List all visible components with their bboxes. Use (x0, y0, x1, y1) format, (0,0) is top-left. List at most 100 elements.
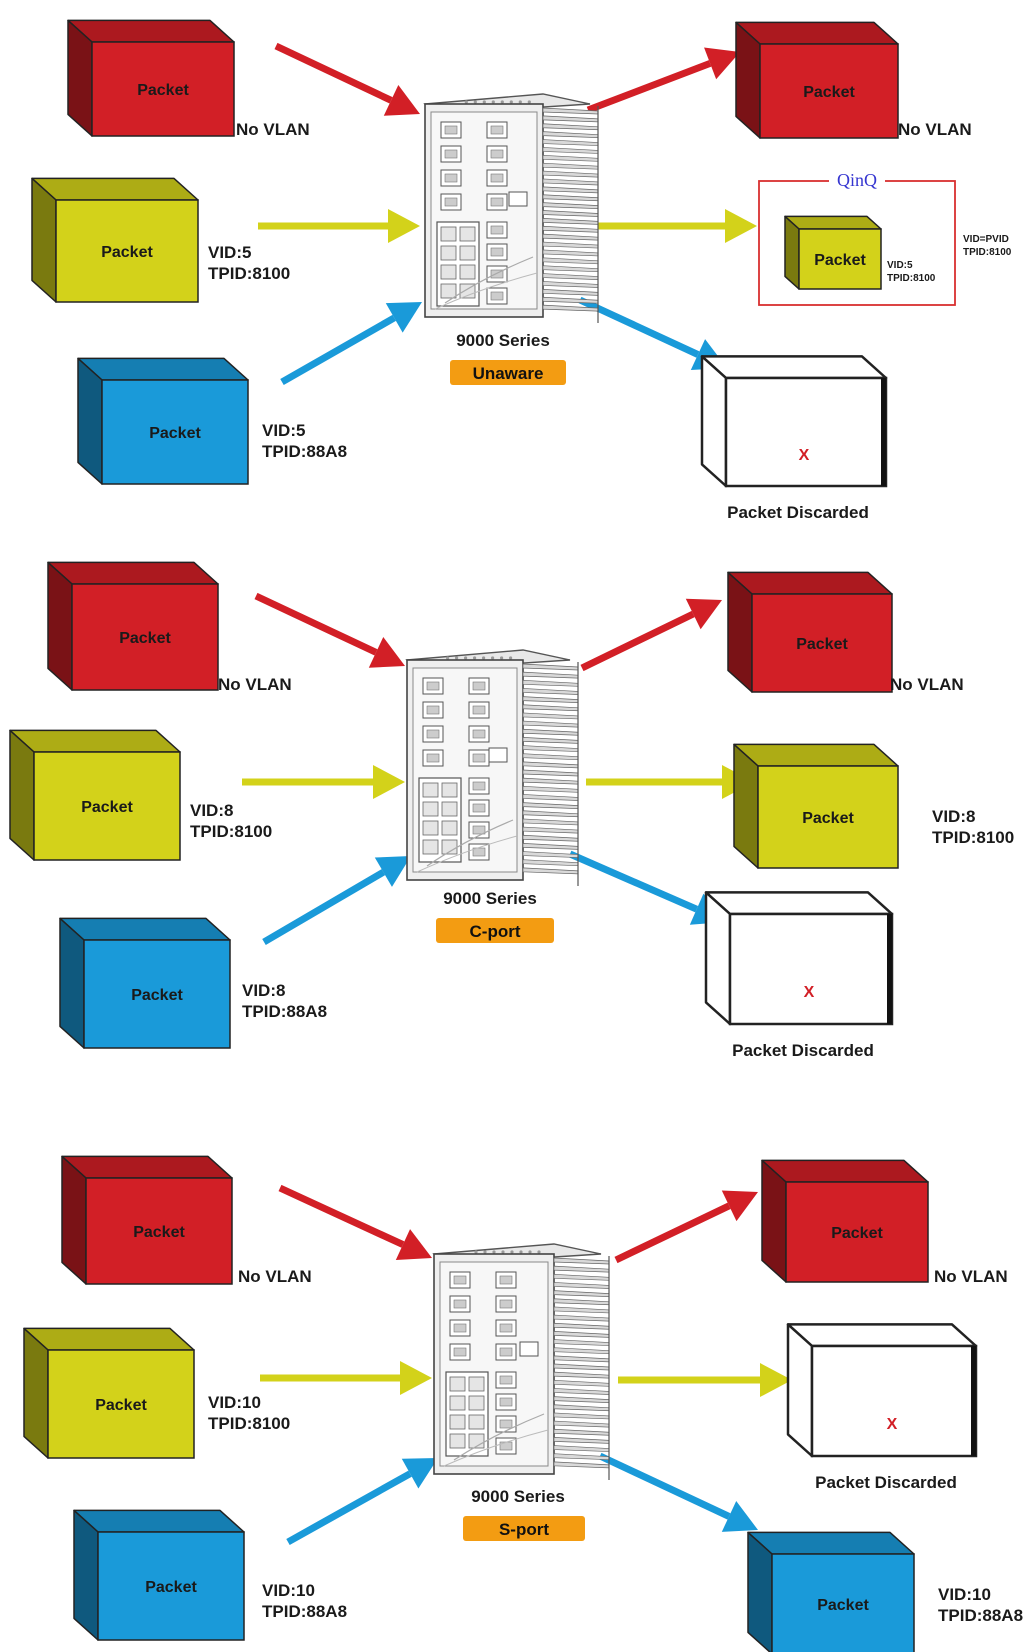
egress-arrow (586, 765, 754, 799)
sfp-slot (490, 149, 504, 159)
vent-dot (518, 100, 522, 104)
packet-tag-line-2: TPID:8100 (932, 828, 1014, 847)
heatsink-fin (542, 162, 599, 170)
heatsink-fin (553, 1355, 610, 1363)
heatsink-fin (553, 1379, 610, 1387)
heatsink-fin (553, 1298, 610, 1306)
heatsink-fin (522, 704, 579, 712)
packet-label: Packet (81, 799, 133, 816)
sfp-slot (490, 197, 504, 207)
vent-dot (483, 1250, 487, 1254)
mode-badge (450, 360, 566, 385)
sfp-slot (472, 705, 486, 715)
sfp-slot (490, 247, 504, 257)
cable-line (434, 272, 538, 310)
vent-dot (455, 656, 459, 660)
sfp-slot (499, 1347, 513, 1357)
qinq-title: QinQ (837, 170, 877, 190)
box-top-face (61, 1155, 233, 1179)
vent-dot (527, 100, 531, 104)
ingress-arrow (258, 209, 420, 243)
packet-label: Packet (814, 252, 866, 269)
packet-tag-line-2: TPID:88A8 (938, 1606, 1023, 1625)
heatsink-fin (553, 1363, 610, 1371)
heatsink-fin (522, 745, 579, 752)
vent-dot (473, 656, 477, 660)
vent-dot (528, 1250, 532, 1254)
egress-packet: Packet (733, 743, 899, 869)
heatsink-fin (522, 785, 579, 793)
packet-label: Packet (95, 1397, 147, 1414)
box-front-face (759, 43, 899, 139)
ingress-arrow (278, 1184, 432, 1261)
rj45-port (440, 226, 457, 242)
discard-caption: Packet Discarded (732, 1041, 874, 1060)
heatsink-fin (553, 1404, 610, 1412)
heatsink-fin (553, 1273, 610, 1281)
rj45-port (459, 264, 476, 280)
box-top-face (31, 177, 199, 201)
egress-packet: Packet (735, 21, 899, 139)
ingress-arrow (280, 302, 422, 386)
heatsink-fin (553, 1290, 610, 1297)
discard-mark: X (887, 1416, 898, 1433)
packet-label: Packet (101, 244, 153, 261)
egress-arrow (568, 850, 726, 925)
arrow-head (704, 47, 740, 80)
egress-tag-label: No VLAN (898, 120, 972, 139)
sfp-slot (453, 1299, 467, 1309)
sfp-slot (490, 225, 504, 235)
rj45-port (449, 1376, 466, 1392)
heatsink-fin (553, 1396, 610, 1403)
heatsink-fin (522, 818, 579, 826)
sfp-slot (426, 729, 440, 739)
heatsink-fin (553, 1428, 610, 1436)
arrow-head (385, 302, 422, 333)
console-port (508, 191, 528, 207)
sfp-slot (490, 269, 504, 279)
ingress-packet: Packet (67, 19, 235, 137)
rj45-port (459, 226, 476, 242)
box-front-face (101, 379, 249, 485)
box-side-face (23, 1327, 49, 1459)
sfp-slot (490, 173, 504, 183)
arrow-shaft (262, 869, 386, 946)
packet-tag-line-1: No VLAN (934, 1267, 1008, 1286)
sfp-slot (472, 753, 486, 763)
heatsink-fin (522, 712, 579, 720)
packet-tag-line-1: VID:10 (208, 1393, 261, 1412)
arrow-shaft (568, 850, 699, 913)
vent-dot (473, 100, 477, 104)
box-front-face (751, 593, 893, 693)
box-front-face (91, 41, 235, 137)
rj45-port (449, 1395, 466, 1411)
ingress-packet: Packet (73, 1509, 245, 1641)
sfp-slot (499, 1397, 513, 1407)
discard-mark: X (804, 984, 815, 1001)
packet-label: Packet (149, 425, 201, 442)
rj45-port (441, 782, 458, 798)
heatsink-fin (553, 1371, 610, 1379)
sfp-slot (499, 1275, 513, 1285)
arrow-shaft (586, 60, 712, 114)
vent-dot (519, 1250, 523, 1254)
heatsink-fin (522, 769, 579, 777)
egress-arrow (580, 598, 722, 672)
packet-tag-line-1: VID:10 (938, 1585, 991, 1604)
heatsink-fin (553, 1282, 610, 1289)
ingress-packet: Packet (59, 917, 231, 1049)
box-front-face (728, 912, 894, 1026)
box-front-face (71, 583, 219, 691)
box-front-face (810, 1344, 978, 1458)
sfp-slot (444, 125, 458, 135)
mode-label: C-port (470, 922, 521, 941)
box-top-face (77, 357, 249, 381)
box-side-face (700, 355, 728, 488)
box-side-face (31, 177, 57, 303)
discard-caption: Packet Discarded (815, 1473, 957, 1492)
arrow-shaft (280, 314, 396, 386)
egress-packet: Packet (747, 1531, 915, 1652)
heatsink-fin (522, 777, 579, 785)
